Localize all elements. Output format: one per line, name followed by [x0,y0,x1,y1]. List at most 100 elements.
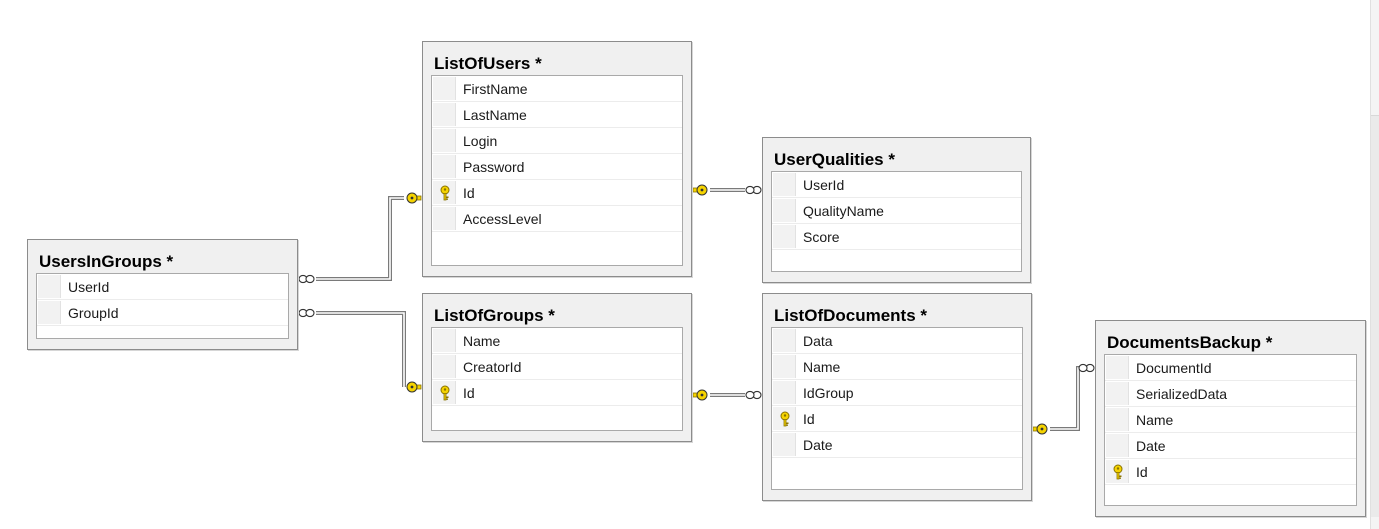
column-row[interactable]: Data [772,328,1022,354]
column-row[interactable]: Id [1105,459,1356,485]
row-selector[interactable] [433,381,456,404]
column-row[interactable]: Id [432,380,682,406]
column-name: IdGroup [803,385,854,401]
column-row[interactable]: CreatorId [432,354,682,380]
column-name: GroupId [68,305,119,321]
column-name: Id [1136,464,1148,480]
column-row[interactable]: Name [432,328,682,354]
row-selector[interactable] [433,77,456,100]
column-row[interactable]: Login [432,128,682,154]
column-name: UserId [68,279,110,295]
row-selector[interactable] [433,181,456,204]
column-name: Id [463,185,475,201]
column-row[interactable]: Id [772,406,1022,432]
row-selector[interactable] [773,199,796,222]
column-row[interactable]: Name [772,354,1022,380]
row-selector[interactable] [1106,460,1129,483]
column-name: Date [1136,438,1166,454]
relationship-key-end-icon [406,381,422,393]
row-selector[interactable] [773,433,796,456]
primary-key-icon [780,411,790,427]
row-selector[interactable] [433,329,456,352]
row-selector[interactable] [433,103,456,126]
column-name: Date [803,437,833,453]
column-row[interactable]: QualityName [772,198,1021,224]
column-row[interactable]: Name [1105,407,1356,433]
column-row[interactable]: SerializedData [1105,381,1356,407]
row-selector[interactable] [433,155,456,178]
row-selector[interactable] [1106,408,1129,431]
relationship-many-end-icon [1078,363,1095,373]
column-row[interactable]: FirstName [432,76,682,102]
table-title[interactable]: DocumentsBackup * [1107,333,1273,352]
relationship-many-end-icon [298,274,315,284]
column-row[interactable]: UserId [772,172,1021,198]
row-selector[interactable] [433,207,456,230]
relationship-many-end-icon [745,185,762,195]
column-row[interactable]: Date [1105,433,1356,459]
row-selector[interactable] [773,329,796,352]
column-name: CreatorId [463,359,522,375]
column-row[interactable]: Password [432,154,682,180]
relationship-many-end-icon [745,390,762,400]
column-name: Name [463,333,501,349]
row-selector[interactable] [433,355,456,378]
column-row[interactable]: IdGroup [772,380,1022,406]
column-row[interactable]: GroupId [37,300,288,326]
column-name: LastName [463,107,527,123]
column-name: Name [803,359,841,375]
column-row[interactable]: AccessLevel [432,206,682,232]
column-row[interactable]: LastName [432,102,682,128]
row-selector[interactable] [1106,356,1129,379]
table-title[interactable]: UsersInGroups * [39,252,174,271]
column-name: AccessLevel [463,211,542,227]
column-name: UserId [803,177,845,193]
relationship-key-end-icon [692,389,708,401]
table-title[interactable]: UserQualities * [774,150,895,169]
row-selector[interactable] [773,355,796,378]
column-name: Password [463,159,525,175]
table-title[interactable]: ListOfUsers * [434,54,542,73]
column-row[interactable]: Date [772,432,1022,458]
column-name: Login [463,133,498,149]
primary-key-icon [1113,464,1123,480]
row-selector[interactable] [1106,434,1129,457]
row-selector[interactable] [773,381,796,404]
row-selector[interactable] [773,173,796,196]
column-row[interactable]: Id [432,180,682,206]
column-name: Id [803,411,815,427]
primary-key-icon [440,385,450,401]
relationship-usersingroups-listofusers [316,196,404,281]
column-row[interactable]: DocumentId [1105,355,1356,381]
column-name: QualityName [803,203,884,219]
row-selector[interactable] [773,225,796,248]
row-selector[interactable] [1106,382,1129,405]
row-selector[interactable] [433,129,456,152]
table-title[interactable]: ListOfGroups * [434,306,555,325]
row-selector[interactable] [773,407,796,430]
column-row[interactable]: Score [772,224,1021,250]
table-title[interactable]: ListOfDocuments * [774,306,928,325]
vertical-scrollbar[interactable] [1370,0,1379,529]
relationship-listofdocuments-documentsbackup [1050,366,1082,431]
row-selector[interactable] [38,275,61,298]
scrollbar-thumb[interactable] [1371,115,1379,517]
column-name: Data [803,333,833,349]
column-name: DocumentId [1136,360,1212,376]
column-row[interactable]: UserId [37,274,288,300]
row-selector[interactable] [38,301,61,324]
column-name: Score [803,229,840,245]
